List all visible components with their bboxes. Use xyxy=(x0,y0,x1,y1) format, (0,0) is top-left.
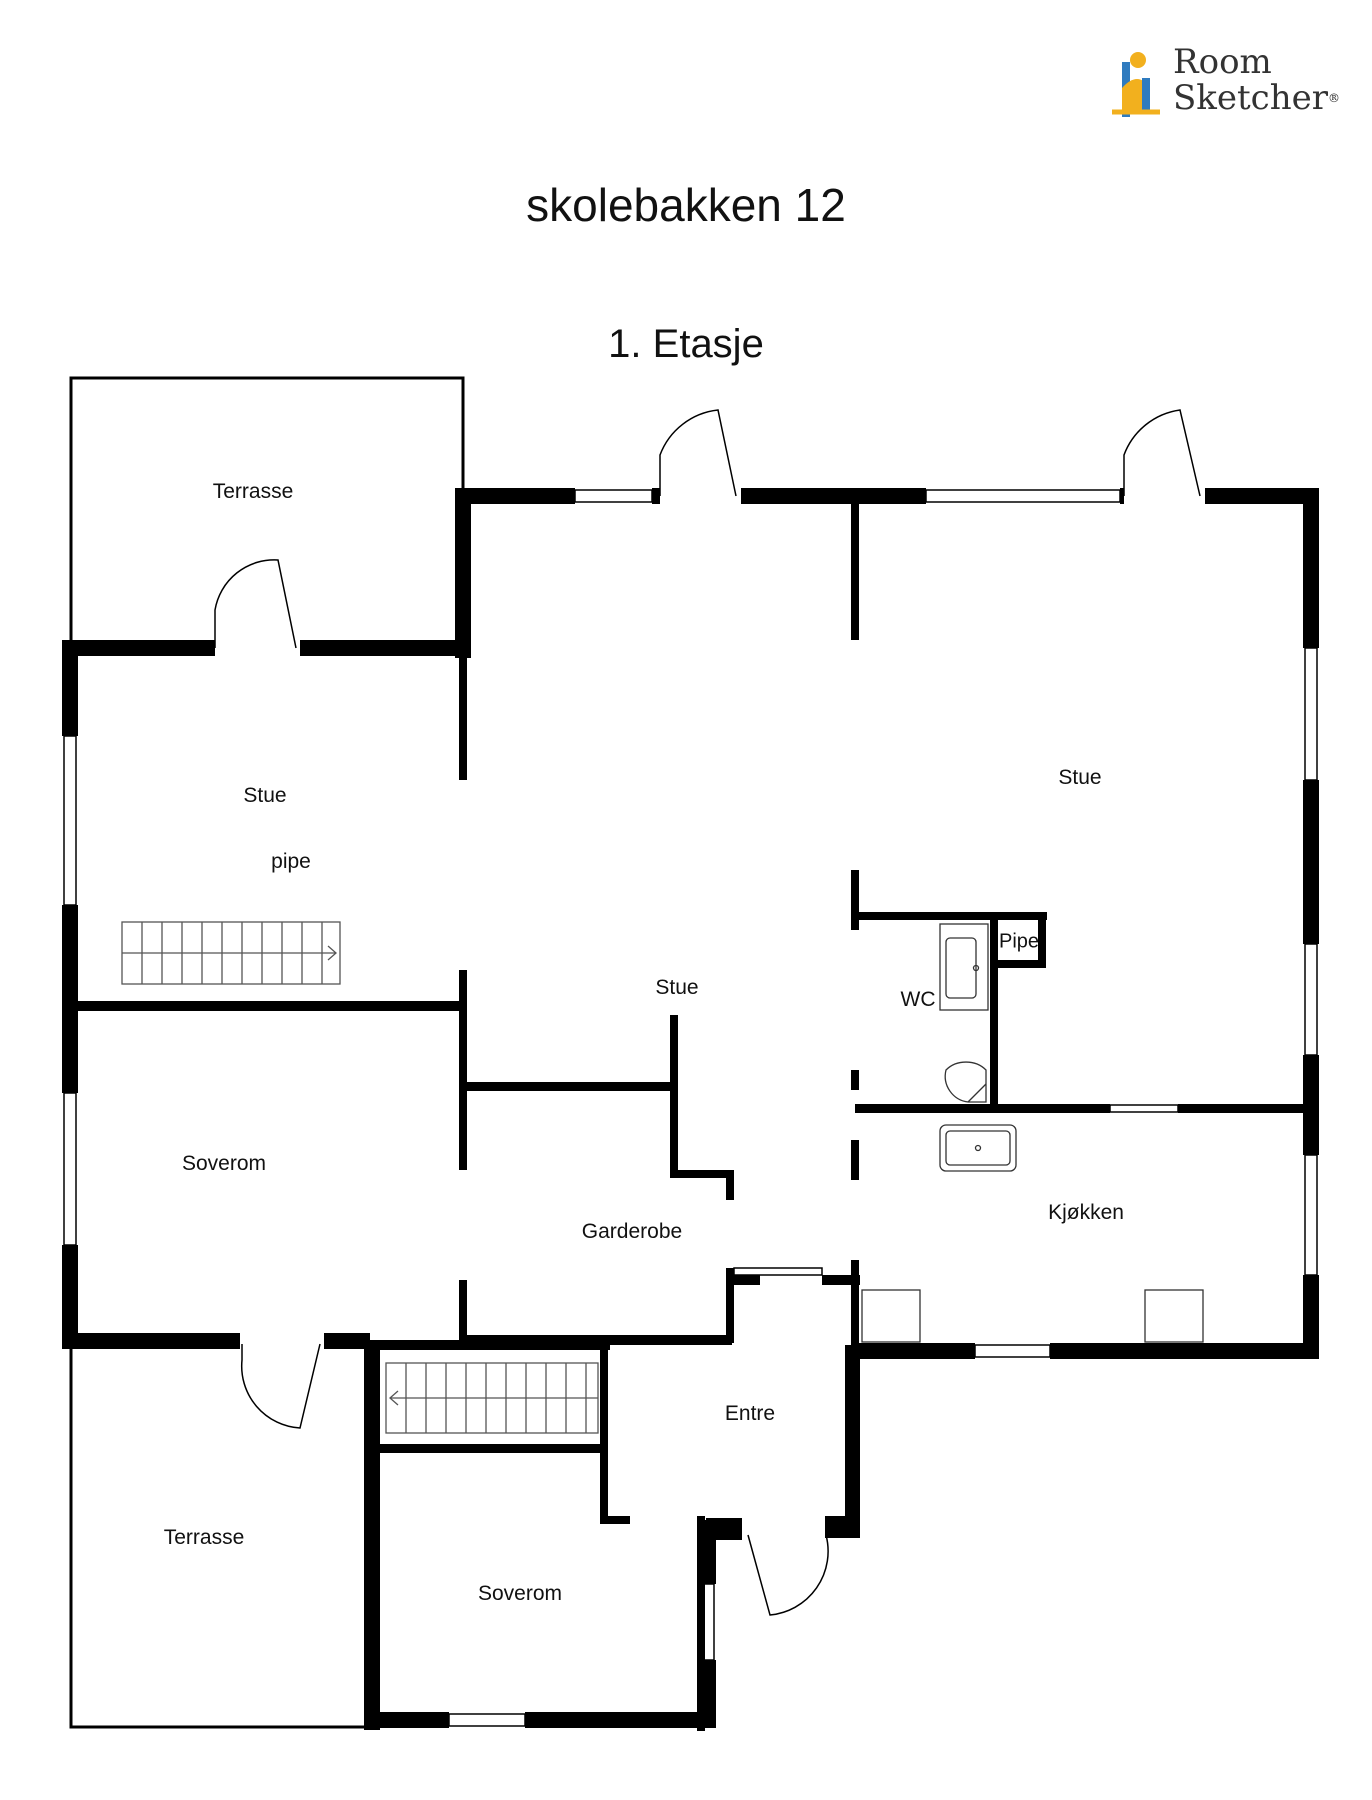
stairs-west xyxy=(121,921,341,985)
room-label-pipe-west: pipe xyxy=(271,850,311,873)
logo-line-2-text: Sketcher xyxy=(1173,78,1328,118)
room-label-terrasse-bottom: Terrasse xyxy=(163,1526,245,1549)
fixtures xyxy=(861,923,1204,1343)
room-label-stue-west: Stue xyxy=(243,784,287,807)
room-label-stue-east: Stue xyxy=(1058,766,1102,789)
stairs-south xyxy=(385,1362,599,1434)
page-title: skolebakken 12 xyxy=(526,179,846,231)
walls xyxy=(62,488,1319,1731)
room-label-terrasse-top: Terrasse xyxy=(212,480,294,503)
room-label-soverom-south: Soverom xyxy=(477,1582,563,1605)
roomsketcher-mascot-icon xyxy=(1112,52,1160,117)
logo-line-1: Room xyxy=(1173,42,1272,82)
room-label-kjokken: Kjøkken xyxy=(1048,1201,1124,1224)
logo-registered-mark: ® xyxy=(1328,91,1340,105)
terrasse-bottom-outline xyxy=(69,1348,364,1729)
logo-line-2: Sketcher® xyxy=(1173,80,1340,116)
room-label-soverom-west: Soverom xyxy=(181,1152,267,1175)
windows xyxy=(63,489,1318,1727)
terrasse-top-outline xyxy=(69,376,465,644)
doors xyxy=(214,409,1201,1616)
floor-subtitle: 1. Etasje xyxy=(608,322,764,366)
room-label-stue-center: Stue xyxy=(655,976,699,999)
roomsketcher-logo: Room Sketcher® xyxy=(1105,42,1340,122)
room-label-garderobe: Garderobe xyxy=(581,1220,683,1243)
room-label-wc: WC xyxy=(900,988,936,1011)
room-label-pipe-east: Pipe xyxy=(998,930,1040,953)
room-label-entre: Entre xyxy=(724,1402,776,1425)
